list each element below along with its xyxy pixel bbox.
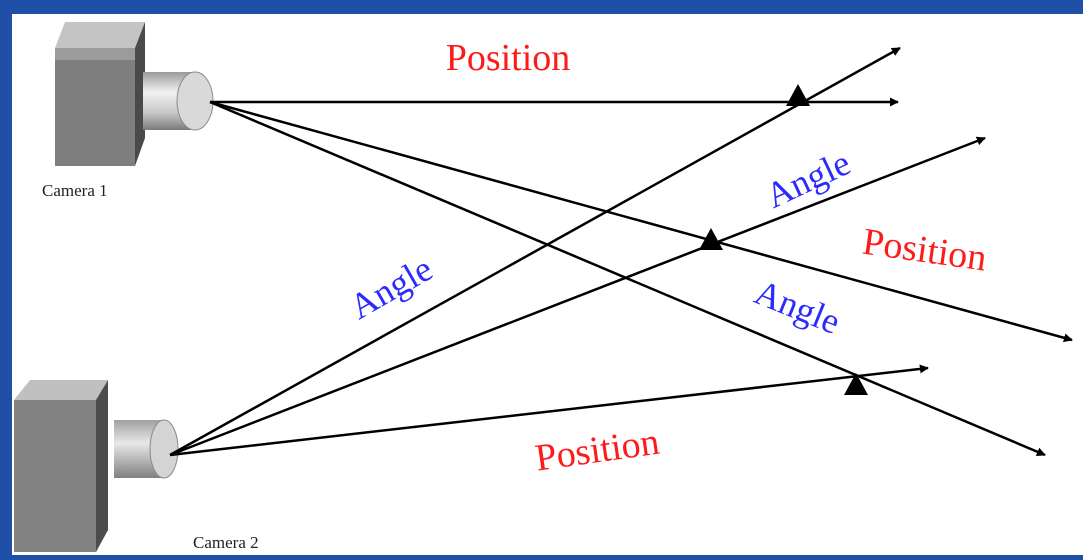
camera-2-icon — [14, 380, 179, 552]
camera-1-lower-ray — [209, 100, 1046, 457]
camera-1-label: Camera 1 — [42, 181, 108, 200]
intersection-marker-middle — [699, 228, 723, 250]
camera-2-middle-ray — [169, 136, 986, 457]
camera-2-position-ray — [169, 364, 929, 457]
camera-1-icon — [55, 22, 214, 166]
camera-2-upper-ray — [169, 46, 901, 457]
camera-1-middle-ray — [209, 100, 1073, 343]
intersection-marker-lower — [844, 373, 868, 395]
position-label-top: Position — [446, 37, 571, 79]
camera-2-label: Camera 2 — [193, 533, 259, 552]
intersection-marker-upper — [786, 84, 810, 106]
